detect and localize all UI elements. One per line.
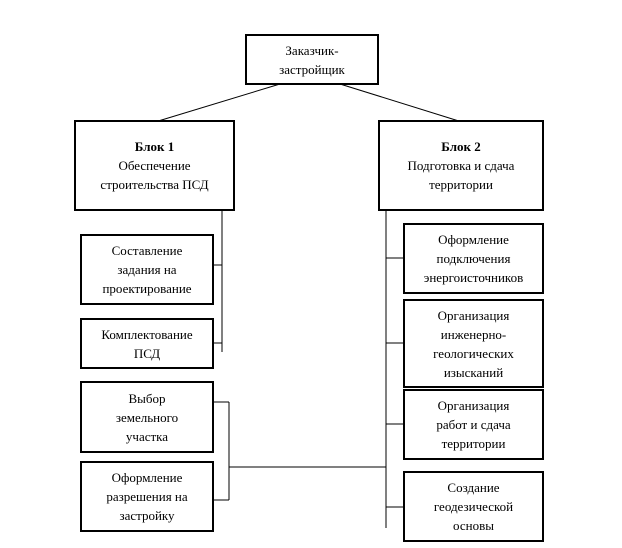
block2-line-2: территории <box>429 177 493 192</box>
block1-child-2: Комплектование ПСД <box>80 318 214 369</box>
child-line: Оформление <box>438 232 509 247</box>
block2-child-4: Создание геодезической основы <box>403 471 544 542</box>
child-line: проектирование <box>102 281 192 296</box>
child-line: геодезической <box>433 499 514 514</box>
block2-child-3: Организация работ и сдача территории <box>403 389 544 460</box>
block1-box: Блок 1 Обеспечение строительства ПСД <box>74 120 235 211</box>
block2-line-1: Подготовка и сдача <box>407 158 515 173</box>
block1-title: Блок 1 <box>134 139 175 154</box>
root-line-2: застройщик <box>279 61 345 77</box>
block1-line-2: строительства ПСД <box>100 177 209 192</box>
child-line: застройку <box>119 508 175 523</box>
child-line: Составление <box>111 243 183 258</box>
block2-box: Блок 2 Подготовка и сдача территории <box>378 120 544 211</box>
block2-child-2: Организация инженерно- геологических изы… <box>403 299 544 388</box>
block1-child-1: Составление задания на проектирование <box>80 234 214 305</box>
child-line: энергоисточников <box>423 270 524 285</box>
child-line: территории <box>441 436 506 451</box>
block2-child-1: Оформление подключения энергоисточников <box>403 223 544 294</box>
block1-line-1: Обеспечение <box>118 158 191 173</box>
root-box: Заказчик- застройщик <box>245 34 379 85</box>
child-line: задания на <box>117 262 177 277</box>
child-line: работ и сдача <box>436 417 511 432</box>
block2-title: Блок 2 <box>441 139 481 154</box>
block1-child-3: Выбор земельного участка <box>80 381 214 453</box>
child-line: основы <box>453 518 494 533</box>
child-line: Создание <box>447 480 500 495</box>
child-line: подключения <box>436 251 511 266</box>
child-line: земельного <box>115 409 179 425</box>
child-line: изысканий <box>443 364 504 380</box>
child-line: Организация <box>437 307 510 323</box>
child-line: Организация <box>437 398 510 413</box>
root-line-1: Заказчик- <box>285 42 339 58</box>
child-line: участка <box>125 428 169 444</box>
child-line: геологических <box>433 345 514 361</box>
child-line: Оформление <box>111 470 183 485</box>
child-line: инженерно- <box>440 326 507 342</box>
child-line: Выбор <box>128 390 166 406</box>
block1-child-4: Оформление разрешения на застройку <box>80 461 214 532</box>
child-line: Комплектование <box>101 326 193 342</box>
child-line: ПСД <box>133 345 161 361</box>
child-line: разрешения на <box>106 489 188 504</box>
